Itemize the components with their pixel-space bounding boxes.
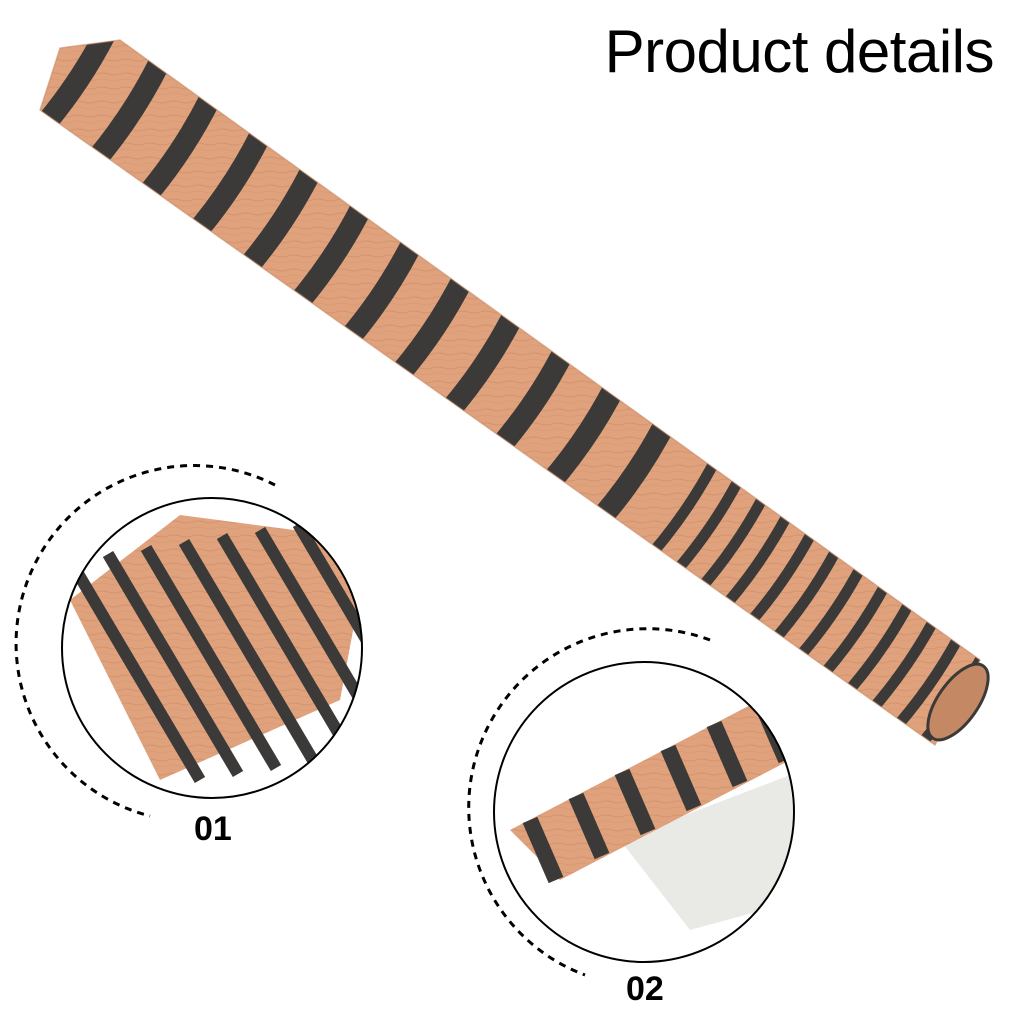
detail-02-stripe — [568, 792, 610, 860]
detail-01-stripe — [216, 532, 358, 760]
detail-label-02: 02 — [626, 970, 664, 1008]
detail-02-circle — [467, 627, 795, 977]
detail-01-stripe — [102, 550, 244, 778]
detail-label-01: 01 — [194, 810, 232, 848]
detail-01-stripes — [64, 514, 362, 784]
detail-01-stripe — [292, 520, 362, 748]
detail-02-stripe — [614, 768, 656, 836]
detail-01-stripe — [254, 526, 362, 754]
detail-01-stripe — [178, 538, 320, 766]
detail-01-stripe — [64, 556, 206, 784]
detail-02-stripe — [522, 816, 564, 884]
detail-02-stripe — [660, 744, 702, 812]
page-title: Product details — [604, 18, 995, 85]
detail-01-circle — [14, 464, 363, 818]
detail-02-stripe — [706, 720, 748, 788]
detail-01-stripe — [140, 544, 282, 772]
